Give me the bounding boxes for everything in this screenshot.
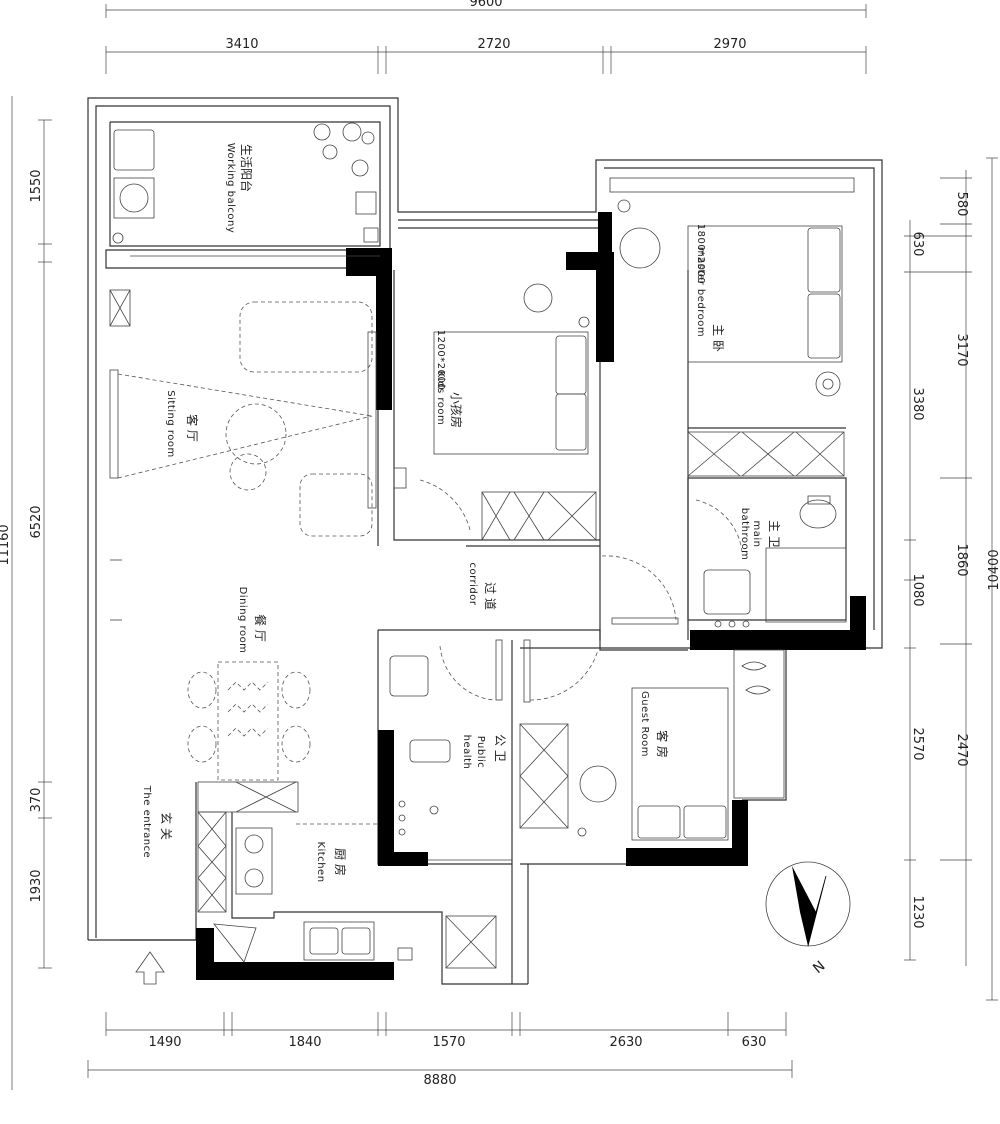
guest-label-cn: 客 房 <box>655 730 670 758</box>
sitting-label-cn: 客 厅 <box>185 414 200 442</box>
kids-room-furniture <box>393 283 597 541</box>
master-label-cn: 主 卧 <box>711 324 725 352</box>
public-label-en2: health <box>461 735 472 770</box>
compass-icon <box>765 861 851 947</box>
main-bath-label-en1: main <box>751 521 762 548</box>
entrance-label-cn: 玄 关 <box>159 812 174 840</box>
bottom-dim-2: 1840 <box>288 1035 321 1050</box>
corridor-door <box>611 617 679 625</box>
left-dim-1: 1550 <box>29 169 44 202</box>
entrance-arrow-icon <box>135 951 165 985</box>
corridor-label-en: corridor <box>467 562 478 605</box>
top-dim-2: 2720 <box>477 37 510 52</box>
entrance-label-en: The entrance <box>141 785 152 858</box>
right-dim-7: 2570 <box>910 727 925 760</box>
left-total-dim: 11160 <box>0 524 12 565</box>
left-dim-4: 1930 <box>29 869 44 902</box>
bottom-dim-5: 630 <box>742 1035 767 1050</box>
dining-label-en: Dining room <box>237 587 248 654</box>
compass-north-label: N <box>810 958 828 977</box>
balcony-label-cn: 生活阳台 <box>239 144 254 192</box>
kids-bed-size: 1200*2000 <box>435 330 446 390</box>
right-total-dim: 10400 <box>987 549 1000 590</box>
master-label-en: master bedroom <box>695 247 706 337</box>
left-dim-3: 370 <box>29 788 44 813</box>
right-dim-5: 1860 <box>954 543 969 576</box>
top-total-dim: 9600 <box>469 0 502 10</box>
sitting-room-furniture <box>109 289 377 621</box>
public-label-cn: 公 卫 <box>493 734 507 762</box>
right-dimensions: 10400 580 630 3170 3380 1860 1080 2570 2… <box>904 157 1000 1001</box>
bottom-dimensions: 1490 1840 1570 2630 630 8880 <box>87 1012 793 1088</box>
kitchen-label-cn: 厨 房 <box>333 848 348 876</box>
main-bath-label-en2: bathroom <box>739 508 750 561</box>
kitchen-label-en: Kitchen <box>315 841 326 882</box>
corridor-door-swing <box>601 555 677 621</box>
entrance-area <box>135 781 299 985</box>
right-dim-1: 580 <box>954 192 969 217</box>
main-bathroom-fixtures <box>695 495 847 628</box>
top-dim-3: 2970 <box>713 37 746 52</box>
kids-label-en: Kids room <box>435 371 446 425</box>
balcony-label-en: Working balcony <box>225 143 236 234</box>
kitchen-fixtures <box>235 823 497 969</box>
kids-label-cn: 小孩房 <box>449 392 464 428</box>
bottom-dim-4: 2630 <box>609 1035 642 1050</box>
corridor-label-cn: 过 道 <box>483 582 497 610</box>
main-bath-label-cn: 主 卫 <box>767 520 781 548</box>
right-dim-3: 3170 <box>954 333 969 366</box>
right-dim-2: 630 <box>910 232 925 257</box>
top-dim-1: 3410 <box>225 37 258 52</box>
dining-furniture <box>187 661 311 781</box>
guest-label-en: Guest Room <box>639 691 650 757</box>
sitting-label-en: Sitting room <box>165 390 176 457</box>
guest-room-furniture <box>519 649 785 841</box>
bottom-dim-3: 1570 <box>432 1035 465 1050</box>
right-dim-6: 1080 <box>910 573 925 606</box>
bottom-total-dim: 8880 <box>423 1073 456 1088</box>
public-bathroom-fixtures <box>389 639 599 861</box>
left-dim-2: 6520 <box>29 505 44 538</box>
right-dim-4: 3380 <box>910 387 925 420</box>
master-bedroom-furniture <box>617 199 845 477</box>
solid-walls <box>196 212 866 980</box>
public-label-en1: Public <box>475 736 486 769</box>
top-dimensions: 9600 3410 2720 2970 <box>105 0 867 74</box>
left-dimensions: 1550 6520 370 1930 11160 <box>0 96 52 1090</box>
balcony-area <box>112 122 380 257</box>
right-dim-9: 1230 <box>910 895 925 928</box>
bottom-dim-1: 1490 <box>148 1035 181 1050</box>
right-dim-8: 2470 <box>954 733 969 766</box>
master-bed-size: 1800*2000 <box>695 224 706 284</box>
dining-label-cn: 餐 厅 <box>253 614 268 642</box>
